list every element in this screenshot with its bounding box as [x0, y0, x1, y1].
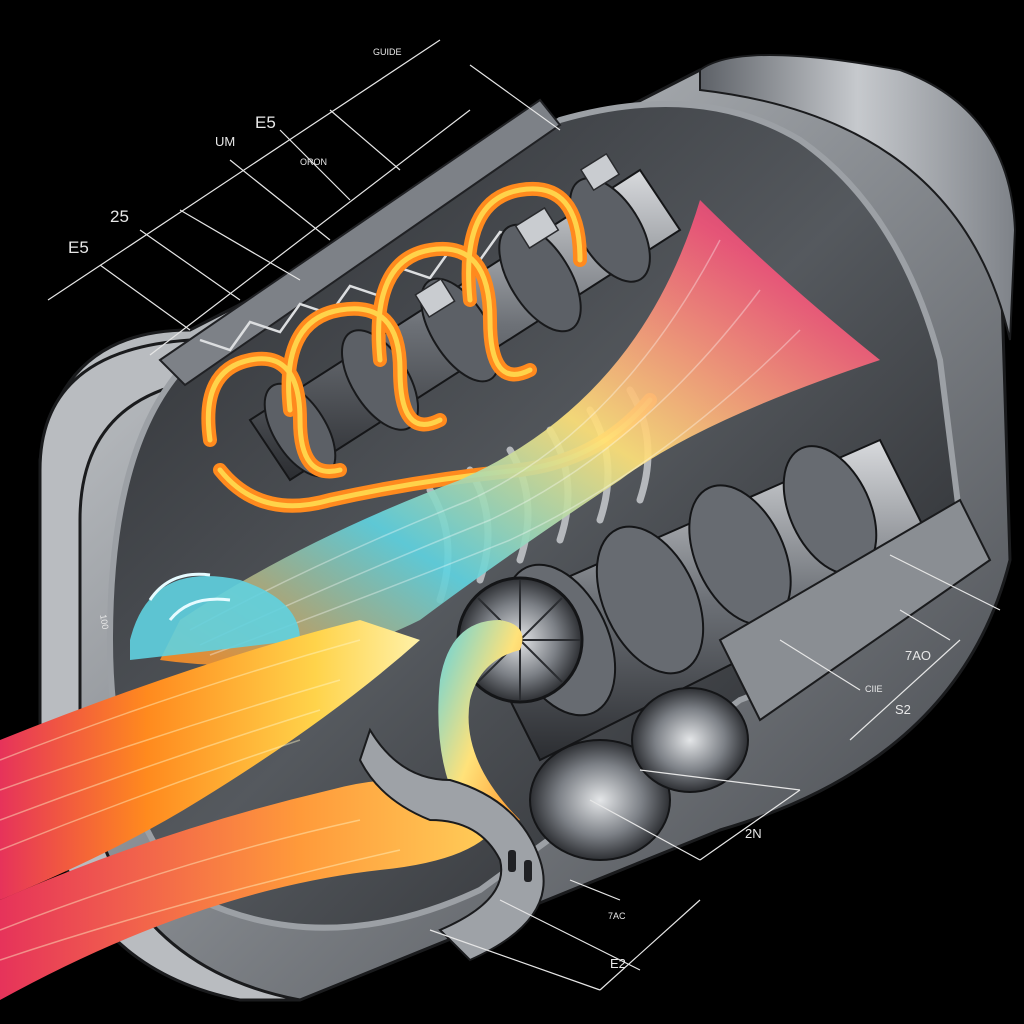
- label-7ac: 7AC: [608, 911, 626, 921]
- main-flow-stream: [160, 200, 880, 665]
- label-2n: 2N: [745, 826, 762, 841]
- nozzle-lip: [358, 727, 545, 962]
- label-25: 25: [110, 207, 129, 226]
- label-s2: S2: [895, 702, 911, 717]
- label-ciie: CIIE: [865, 684, 883, 694]
- label-e2: E2: [610, 956, 626, 971]
- label-100: 100: [98, 614, 110, 631]
- callout-labels: E5 UM GUIDE ORON 25 E5 100 7AO CIIE S2 2…: [68, 47, 931, 971]
- label-e5-left: E5: [68, 238, 89, 257]
- intake-flow: [130, 572, 300, 660]
- label-um: UM: [215, 134, 235, 149]
- lower-turbine: [456, 438, 992, 861]
- exhaust-jet: [0, 620, 500, 1000]
- label-e5-top: E5: [255, 113, 276, 132]
- label-oron: ORON: [300, 157, 327, 167]
- label-guide: GUIDE: [373, 47, 402, 57]
- leader-lines: [47, 39, 1001, 991]
- label-7ao: 7AO: [905, 648, 931, 663]
